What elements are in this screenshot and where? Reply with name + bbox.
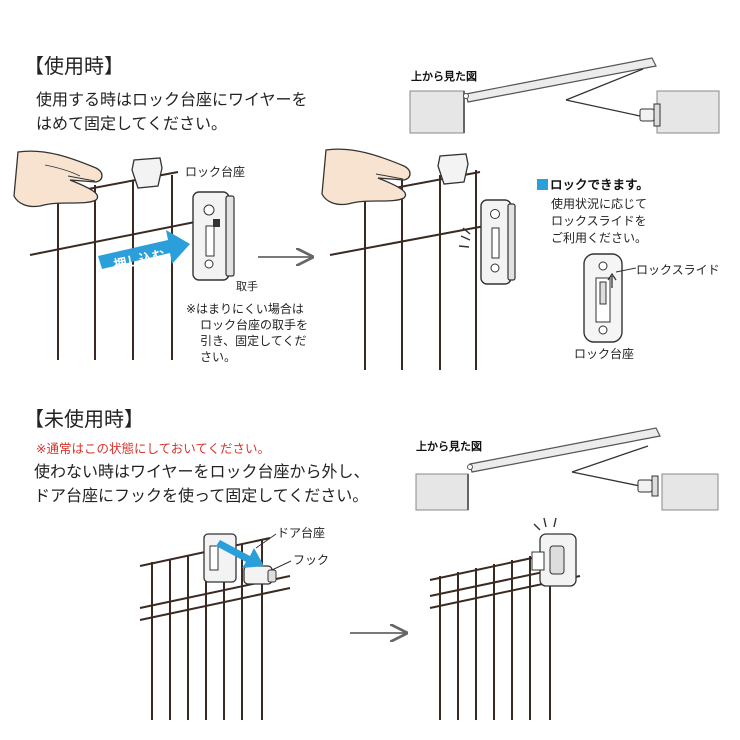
lock-desc-2: ロックスライドを xyxy=(551,214,647,228)
hook-icon xyxy=(531,533,577,587)
not-in-use-instruction-1: 使わない時はワイヤーをロック台座から外し、 xyxy=(34,462,370,481)
top-view-label-2: 上から見た図 xyxy=(416,440,482,453)
hand-icon xyxy=(321,148,411,206)
lock-base-label-2: ロック台座 xyxy=(574,347,635,361)
in-use-heading: 【使用時】 xyxy=(24,54,124,78)
lock-desc-3: ご利用ください。 xyxy=(551,231,648,245)
hook-label: フック xyxy=(293,553,330,567)
hook-pointer xyxy=(271,560,292,571)
hand-icon xyxy=(13,150,103,208)
hook-icon xyxy=(243,565,277,585)
lock-possible-title: ロックできます。 xyxy=(537,174,649,193)
note-line-4: さい。 xyxy=(200,350,237,364)
door-base-icon xyxy=(437,153,469,185)
in-use-instruction-1: 使用する時はロック台座にワイヤーを xyxy=(36,90,308,109)
note-line-3: 引き、固定してくだ xyxy=(200,334,307,348)
top-view-diagram-1 xyxy=(409,57,720,134)
push-arrow-icon xyxy=(216,540,264,568)
lock-slide-label: ロックスライド xyxy=(636,263,720,277)
blue-square-icon xyxy=(537,179,548,190)
in-use-instruction-2: はめて固定してください。 xyxy=(36,114,228,133)
door-base-pointer xyxy=(255,533,277,549)
door-base-label: ドア台座 xyxy=(277,526,326,540)
lock-base-icon xyxy=(192,191,235,281)
top-view-diagram-2 xyxy=(415,427,719,511)
push-arrow-icon: 押し込む xyxy=(98,230,190,273)
door-base-icon xyxy=(131,157,163,189)
notice-text: ※通常はこの状態にしておいてください。 xyxy=(36,441,270,456)
top-view-label-1: 上から見た図 xyxy=(411,70,477,83)
not-in-use-heading: 【未使用時】 xyxy=(24,407,144,431)
click-mark-icon xyxy=(533,517,557,531)
lock-desc-1: 使用状況に応じて xyxy=(551,197,648,211)
click-mark-icon xyxy=(458,227,471,248)
lock-slide-detail-icon xyxy=(583,253,637,343)
lock-base-label: ロック台座 xyxy=(185,165,246,179)
handle-label: 取手 xyxy=(236,280,258,293)
lock-base-icon xyxy=(480,199,516,285)
note-line-1: ※はまりにくい場合は xyxy=(186,302,304,316)
not-in-use-instruction-2: ドア台座にフックを使って固定してください。 xyxy=(34,486,369,505)
note-line-2: ロック台座の取手を xyxy=(200,318,309,332)
